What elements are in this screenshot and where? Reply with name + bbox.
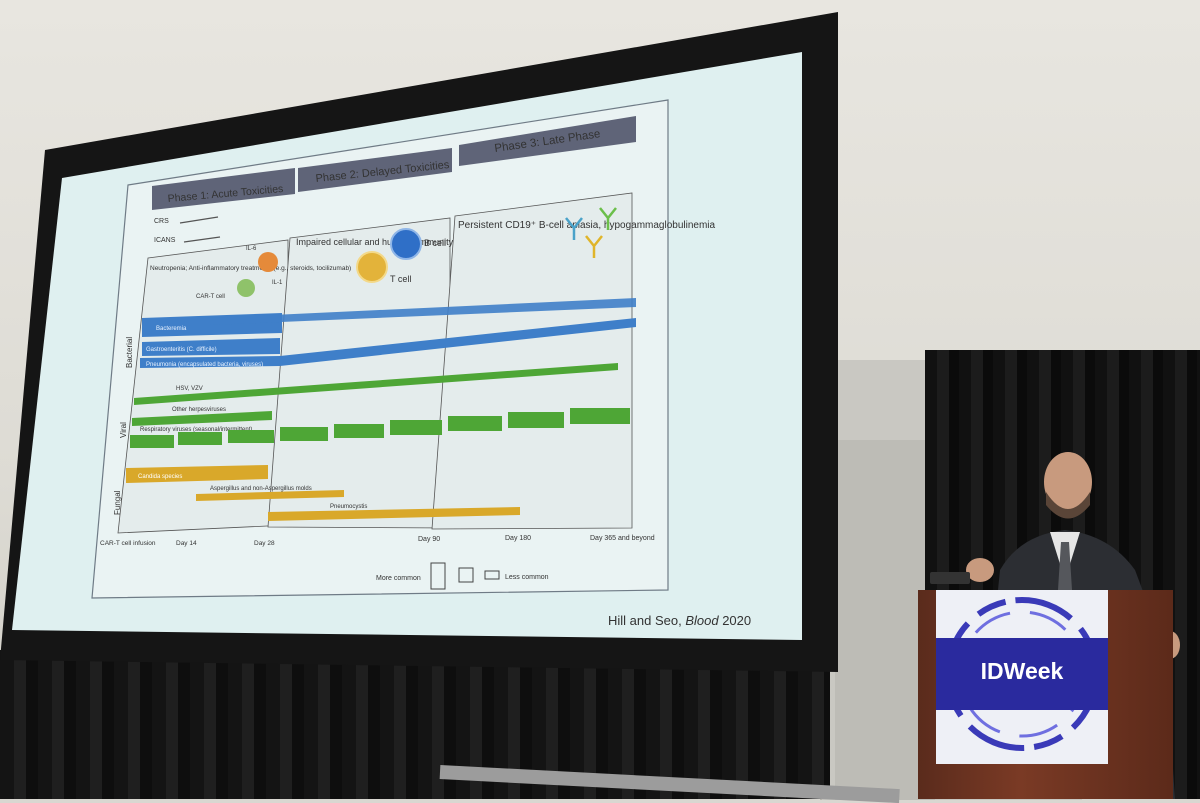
timeline-infusion: CAR-T cell infusion xyxy=(100,540,156,547)
bar-gi xyxy=(142,338,280,356)
bar-herpes xyxy=(132,411,272,426)
t-cell-icon xyxy=(356,251,388,283)
phase-2-header xyxy=(298,148,452,192)
bar-hsv-label: HSV, VZV xyxy=(176,386,203,392)
b-cell-label: B cell xyxy=(424,238,446,248)
antibody-icon xyxy=(585,235,603,258)
timeline-day365: Day 365 and beyond xyxy=(590,535,655,542)
speaker-head xyxy=(1044,452,1092,512)
bar-resp-seg xyxy=(280,427,328,441)
bar-candida xyxy=(126,465,268,483)
bar-asper xyxy=(196,490,344,501)
bar-pneumo-label: Pneumocystis xyxy=(330,504,367,510)
t-cell-label: T cell xyxy=(390,274,411,284)
idweek-sign: IDWeek xyxy=(936,590,1108,764)
category-bacterial: Bacterial xyxy=(125,337,134,368)
phase-3-note: Persistent CD19⁺ B-cell aplasia, hypogam… xyxy=(458,220,716,231)
il6-label: IL-6 xyxy=(246,246,257,252)
bar-pneumonia xyxy=(140,318,636,368)
bar-herpes-label: Other herpesviruses xyxy=(172,407,226,413)
cart-cell-icon xyxy=(237,279,255,297)
legend-box-large xyxy=(430,562,446,590)
stage-skirt xyxy=(0,650,830,799)
bar-resp-seg xyxy=(130,435,174,448)
speaker-beard xyxy=(1046,492,1090,519)
b-cell-icon xyxy=(390,228,422,260)
bar-resp-seg xyxy=(448,416,502,431)
icans-arrow xyxy=(183,236,221,243)
bar-resp-seg xyxy=(178,432,222,445)
legend-more-common: More common xyxy=(376,575,421,582)
phase-2-note: Impaired cellular and humoral immunity xyxy=(296,237,454,247)
bar-gi-label: Gastroenteritis (C. difficile) xyxy=(146,347,217,353)
crs-arrow xyxy=(179,216,219,224)
bar-resp-label: Respiratory viruses (seasonal/intermitte… xyxy=(140,427,252,433)
bar-resp-seg xyxy=(508,412,564,428)
speaker-hand xyxy=(966,558,994,582)
bar-pneumo xyxy=(268,507,520,521)
legend-box-small xyxy=(484,570,500,580)
bar-candida-label: Candida species xyxy=(138,474,182,480)
legend-box-medium xyxy=(458,567,474,583)
bar-resp-seg xyxy=(228,430,274,443)
phase-1-note: Neutropenia; Anti-inflammatory treatment… xyxy=(150,265,351,272)
speaker-tie xyxy=(1058,542,1072,600)
legend-less-common: Less common xyxy=(505,574,549,581)
citation: Hill and Seo, Blood 2020 xyxy=(608,613,751,628)
il6-cell-icon xyxy=(258,252,278,272)
bar-pneumonia-label: Pneumonia (encapsulated bacteria, viruse… xyxy=(146,362,263,368)
category-viral: Viral xyxy=(119,422,128,438)
antibody-icon xyxy=(565,217,583,240)
timeline-day180: Day 180 xyxy=(505,535,531,542)
laptop xyxy=(930,572,970,584)
sign-label: IDWeek xyxy=(980,658,1064,684)
bar-resp-seg xyxy=(334,424,384,438)
timeline-day14: Day 14 xyxy=(176,540,197,547)
crs-label: CRS xyxy=(154,218,169,225)
category-fungal: Fungal xyxy=(113,490,122,515)
bar-bacteremia-tail xyxy=(210,298,636,325)
il1-label: IL-1 xyxy=(272,280,283,286)
phase-3-panel xyxy=(431,192,633,530)
timeline-day28: Day 28 xyxy=(254,540,275,547)
phase-3-header xyxy=(459,116,636,166)
bar-asper-label: Aspergillus and non-Aspergillus molds xyxy=(210,486,312,492)
cart-cell-label: CAR-T cell xyxy=(196,294,225,300)
bar-hsv xyxy=(134,363,618,405)
bar-resp-seg xyxy=(570,408,630,424)
icans-label: ICANS xyxy=(154,237,176,244)
bar-bacteremia-label: Bacteremia xyxy=(156,326,187,332)
antibody-icon xyxy=(599,207,617,230)
phase-1-header xyxy=(152,168,295,210)
sign-band xyxy=(936,638,1108,710)
bar-resp-seg xyxy=(390,420,442,435)
timeline-day90: Day 90 xyxy=(418,536,440,543)
